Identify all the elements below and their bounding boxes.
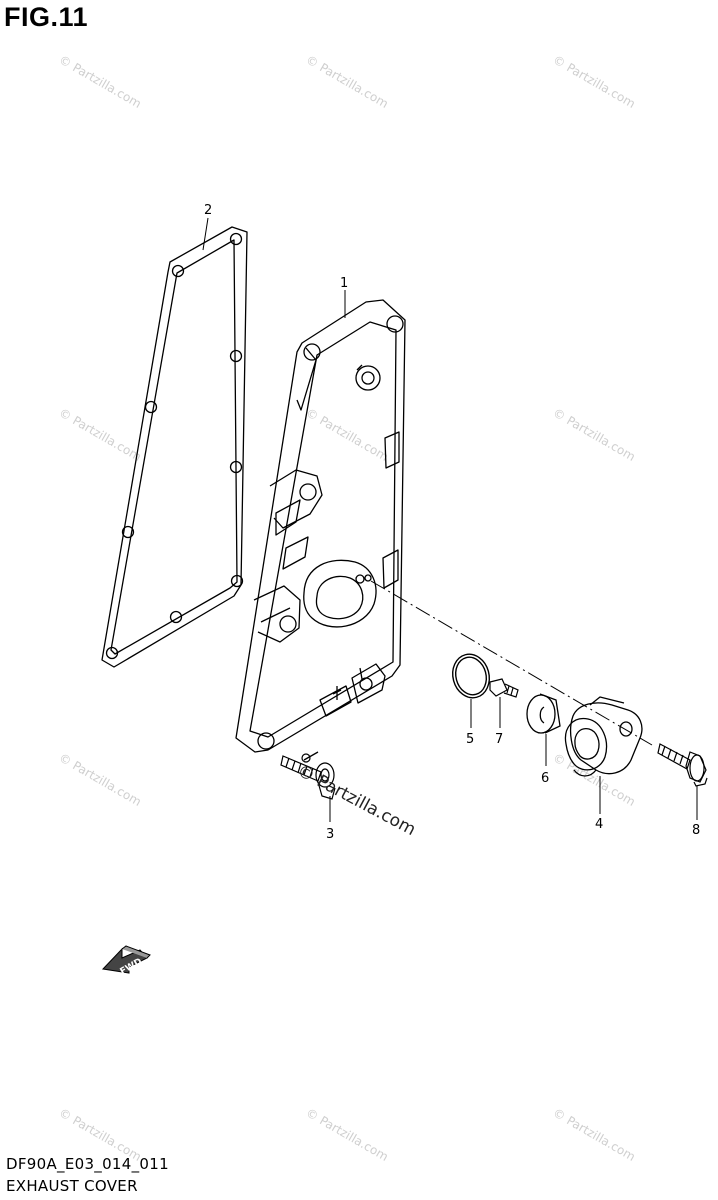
callout-8: 8 [692, 823, 700, 838]
figure-title: FIG.11 [4, 2, 89, 32]
part-flange-bolt [657, 743, 708, 787]
diagram-name: EXHAUST COVER [6, 1177, 138, 1195]
watermark-tile: © Partzilla.com [304, 52, 391, 110]
callout-3: 3 [326, 827, 334, 842]
callout-7: 7 [495, 732, 503, 747]
part-cover-cap [564, 696, 643, 777]
callout-6: 6 [541, 771, 549, 786]
fwd-arrow: FWD [101, 945, 151, 977]
callouts: 1 2 3 4 5 6 7 8 [204, 203, 700, 842]
watermark-tiles: © Partzilla.com © Partzilla.com © Partzi… [57, 52, 638, 1163]
part-small-bolt [489, 678, 519, 698]
leader-lines [202, 217, 698, 822]
watermark-tile: © Partzilla.com [57, 750, 144, 808]
diagram-code: DF90A_E03_014_011 [6, 1155, 169, 1173]
callout-2: 2 [204, 203, 212, 218]
part-collar [526, 693, 561, 734]
part-o-ring [452, 653, 490, 699]
callout-5: 5 [466, 732, 474, 747]
watermark-tile: © Partzilla.com [304, 405, 391, 463]
alignment-line [370, 580, 653, 746]
watermark-tile: © Partzilla.com [57, 405, 144, 463]
watermark-tile: © Partzilla.com [551, 750, 638, 808]
watermark-tile: © Partzilla.com [57, 52, 144, 110]
part-stud-bolt [280, 753, 336, 800]
part-gasket [101, 226, 248, 668]
callout-4: 4 [595, 817, 603, 832]
watermark-tile: © Partzilla.com [304, 1105, 391, 1163]
watermark-tile: © Partzilla.com [551, 52, 638, 110]
watermark-main: © Partzilla.com [294, 761, 419, 840]
callout-1: 1 [340, 276, 348, 291]
part-exhaust-cover [235, 299, 406, 761]
watermark-tile: © Partzilla.com [551, 1105, 638, 1163]
watermark-tile: © Partzilla.com [551, 405, 638, 463]
